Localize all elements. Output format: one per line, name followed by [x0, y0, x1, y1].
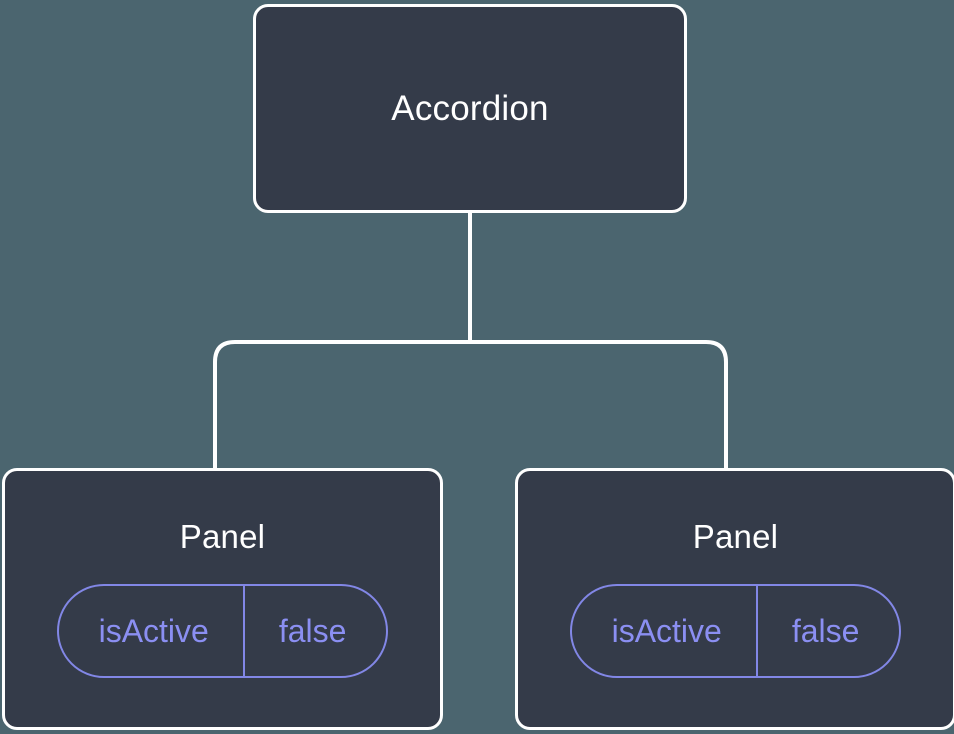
node-panel-1-label: Panel — [179, 518, 266, 555]
state-key-panel-2: isActive — [611, 613, 722, 649]
state-badge-panel-2[interactable]: isActive false — [569, 584, 902, 678]
state-key-panel-1: isActive — [98, 613, 209, 649]
node-panel-2[interactable]: Panel isActive false — [515, 468, 954, 730]
state-badge-panel-1[interactable]: isActive false — [56, 584, 389, 678]
node-accordion-label: Accordion — [391, 89, 549, 128]
state-value-panel-1: false — [242, 586, 387, 676]
state-value-panel-2: false — [755, 586, 900, 676]
edge-bus-to-left-panel — [213, 340, 470, 470]
edge-bus-to-right-panel — [470, 340, 728, 470]
node-panel-2-label: Panel — [692, 518, 779, 555]
node-panel-1[interactable]: Panel isActive false — [2, 468, 443, 730]
node-accordion[interactable]: Accordion — [253, 4, 687, 213]
